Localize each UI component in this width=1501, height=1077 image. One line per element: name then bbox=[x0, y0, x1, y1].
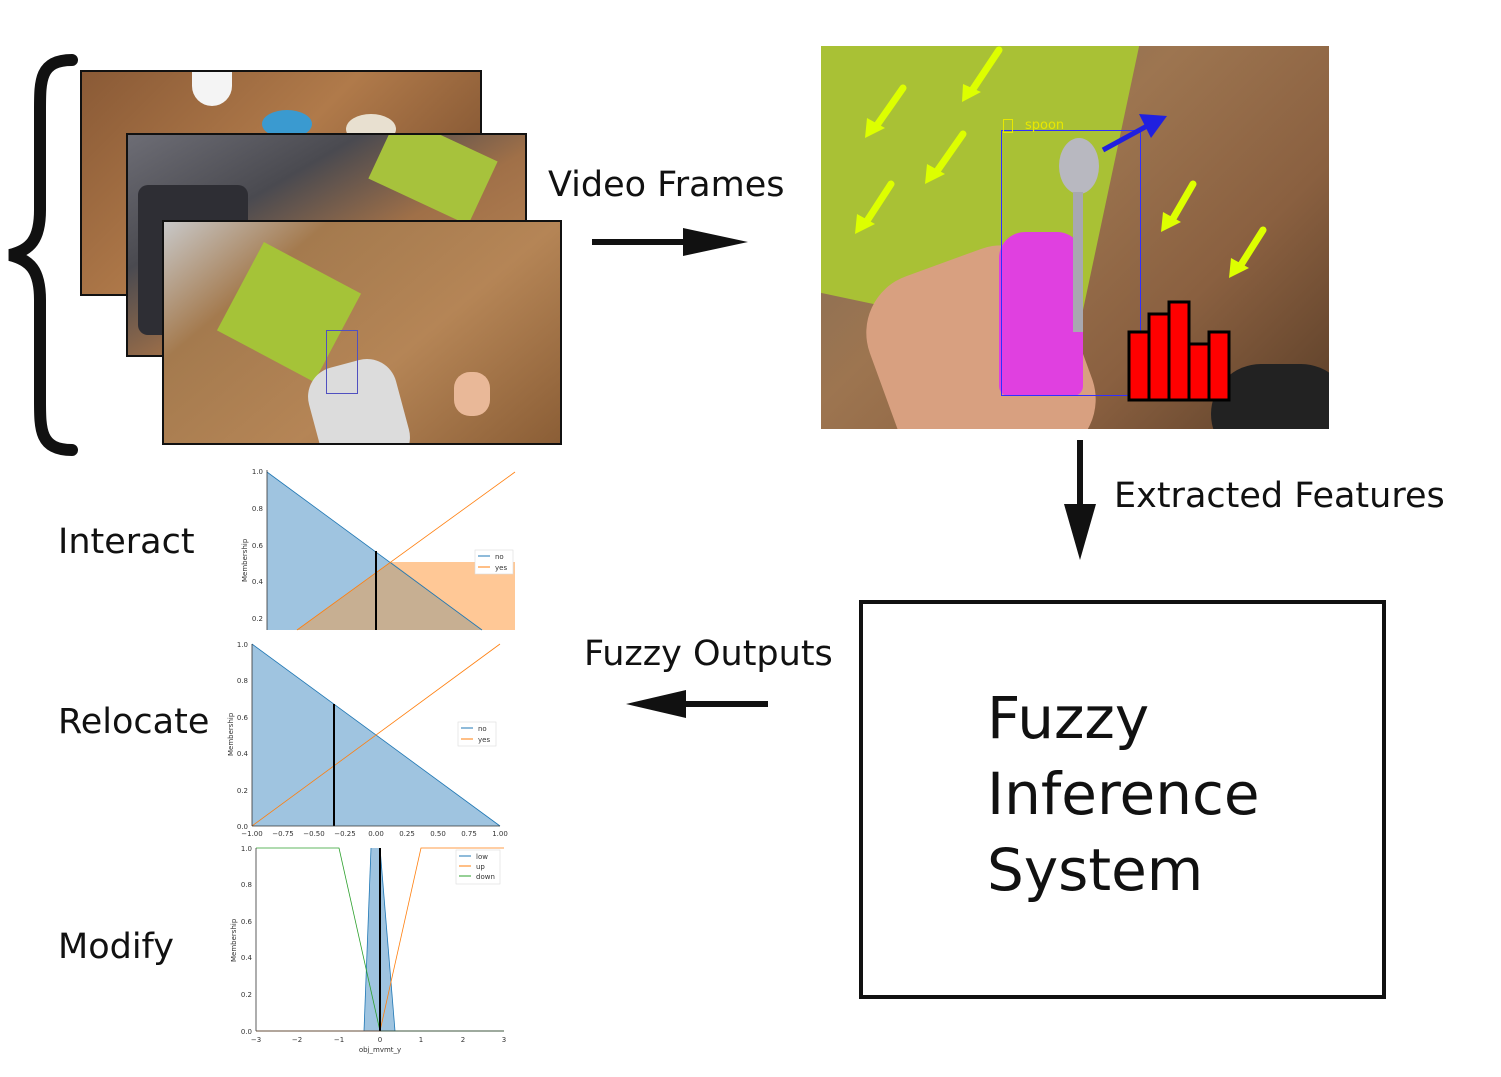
x-tick-label: −0.50 bbox=[303, 830, 324, 838]
y-tick-label: 0.2 bbox=[241, 991, 252, 999]
fis-title: Fuzzy Inference System bbox=[987, 680, 1260, 908]
flow-arrow bbox=[1161, 180, 1197, 232]
histogram-bar bbox=[1207, 330, 1231, 402]
video-frame-front bbox=[162, 220, 562, 445]
fis-title-line: Fuzzy bbox=[987, 684, 1150, 752]
x-tick-label: −1.00 bbox=[241, 830, 262, 838]
modify-membership-plot: 1.0 0.8 0.6 0.4 0.2 0.0 −3 −2 −1 0 1 2 3… bbox=[230, 845, 506, 1054]
x-tick-label: 3 bbox=[502, 1036, 506, 1044]
x-tick-label: 1.00 bbox=[492, 830, 508, 838]
flow-arrow bbox=[865, 84, 907, 138]
x-tick-label: 0.75 bbox=[461, 830, 477, 838]
flow-arrow bbox=[925, 130, 967, 184]
y-axis-label: Membership bbox=[241, 538, 249, 582]
yes-line bbox=[251, 643, 501, 827]
x-tick-label: 0.50 bbox=[430, 830, 446, 838]
legend-item: low bbox=[476, 853, 488, 861]
extracted-features-label: Extracted Features bbox=[1114, 476, 1445, 516]
video-frames-label: Video Frames bbox=[548, 165, 785, 205]
y-tick-label: 0.4 bbox=[241, 954, 253, 962]
x-axis-label: obj_mvmt_y bbox=[359, 1046, 401, 1054]
fis-title-line: Inference bbox=[987, 760, 1260, 828]
relocate-membership-plot: 1.0 0.8 0.6 0.4 0.2 0.0 −1.00 −0.75 −0.5… bbox=[227, 641, 508, 838]
flow-arrow bbox=[962, 46, 1003, 102]
y-tick-label: 0.6 bbox=[237, 714, 249, 722]
detection-box bbox=[1001, 130, 1141, 396]
hand bbox=[454, 372, 490, 416]
legend-item: no bbox=[478, 725, 487, 733]
y-axis-label: Membership bbox=[227, 712, 235, 756]
right-arrow bbox=[592, 228, 748, 256]
spoon bbox=[1059, 138, 1099, 194]
histogram-bar bbox=[1167, 300, 1191, 402]
y-tick-label: 1.0 bbox=[241, 845, 252, 853]
x-tick-label: −2 bbox=[292, 1036, 302, 1044]
x-tick-label: 0 bbox=[378, 1036, 382, 1044]
yes-line bbox=[296, 471, 516, 631]
x-tick-label: 0.00 bbox=[368, 830, 384, 838]
interact-label: Interact bbox=[58, 522, 195, 562]
legend-item: no bbox=[495, 553, 504, 561]
legend-item: down bbox=[476, 873, 495, 881]
x-tick-label: 2 bbox=[461, 1036, 465, 1044]
no-line bbox=[266, 471, 483, 631]
x-tick-label: −0.75 bbox=[272, 830, 293, 838]
legend-item: yes bbox=[478, 736, 490, 744]
detection-marker bbox=[1003, 118, 1013, 133]
curly-brace bbox=[8, 54, 78, 456]
y-tick-label: 0.0 bbox=[241, 1028, 252, 1036]
down-arrow bbox=[1064, 440, 1096, 560]
y-tick-label: 0.6 bbox=[241, 918, 253, 926]
y-tick-label: 0.4 bbox=[237, 750, 249, 758]
fis-title-line: System bbox=[987, 836, 1204, 904]
y-axis-label: Membership bbox=[230, 918, 238, 962]
legend: low up down bbox=[455, 849, 501, 885]
y-tick-label: 1.0 bbox=[252, 468, 263, 476]
fuzzy-outputs-label: Fuzzy Outputs bbox=[584, 634, 833, 674]
feature-histogram bbox=[1127, 300, 1231, 402]
interact-membership-plot: 1.0 0.8 0.6 0.4 0.2 Membership no yes bbox=[241, 468, 516, 631]
detection-box bbox=[326, 330, 358, 394]
histogram-bar bbox=[1187, 342, 1211, 402]
x-tick-label: −1 bbox=[334, 1036, 344, 1044]
flow-arrow bbox=[1229, 226, 1267, 278]
y-tick-label: 0.2 bbox=[237, 787, 248, 795]
hand-mask bbox=[999, 232, 1083, 396]
y-tick-label: 0.8 bbox=[252, 505, 263, 513]
legend: no yes bbox=[474, 549, 514, 575]
y-tick-label: 0.8 bbox=[237, 677, 248, 685]
low-line-left bbox=[363, 847, 372, 1032]
overlap-area bbox=[297, 562, 482, 630]
legend: no yes bbox=[457, 721, 497, 747]
optical-flow-arrows bbox=[855, 46, 1267, 402]
legend-item: yes bbox=[495, 564, 507, 572]
low-line-right bbox=[379, 847, 396, 1032]
legend-item: up bbox=[476, 863, 485, 871]
y-tick-label: 0.4 bbox=[252, 578, 264, 586]
x-tick-label: −3 bbox=[251, 1036, 261, 1044]
y-tick-label: 0.0 bbox=[237, 823, 248, 831]
green-cloth bbox=[368, 135, 498, 225]
x-tick-label: −0.25 bbox=[334, 830, 355, 838]
detection-label: spoon bbox=[1003, 118, 1064, 133]
flow-arrow bbox=[855, 180, 895, 234]
x-tick-label: 0.25 bbox=[399, 830, 415, 838]
y-tick-label: 0.2 bbox=[252, 615, 263, 623]
histogram-bar bbox=[1127, 330, 1151, 402]
cup bbox=[192, 72, 232, 106]
spoon-handle bbox=[1073, 192, 1083, 332]
y-tick-label: 1.0 bbox=[237, 641, 248, 649]
dark-shoe bbox=[1211, 364, 1329, 429]
left-arrow bbox=[626, 690, 768, 718]
modify-label: Modify bbox=[58, 927, 174, 967]
relocate-label: Relocate bbox=[58, 702, 210, 742]
x-tick-label: 1 bbox=[419, 1036, 423, 1044]
y-tick-label: 0.8 bbox=[241, 881, 252, 889]
y-tick-label: 0.6 bbox=[252, 542, 264, 550]
histogram-bar bbox=[1147, 312, 1171, 402]
fuzzy-inference-system-box: Fuzzy Inference System bbox=[859, 600, 1386, 999]
motion-arrow bbox=[1101, 114, 1167, 153]
processed-frame: spoon bbox=[821, 46, 1329, 429]
